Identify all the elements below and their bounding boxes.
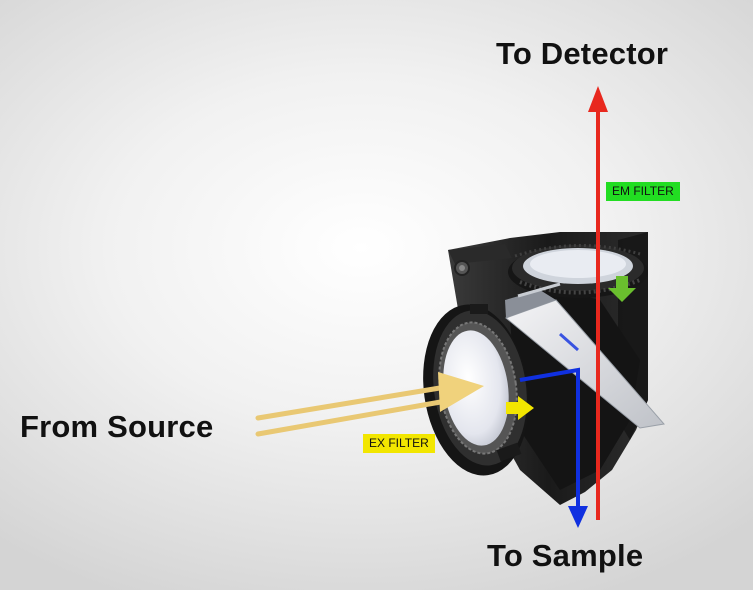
excitation-arrowhead (568, 506, 588, 528)
em-filter-tag: EM FILTER (606, 182, 680, 201)
arrow-right-icon (506, 396, 534, 420)
ex-filter-tag: EX FILTER (363, 434, 435, 453)
arrow-down-icon (608, 276, 636, 302)
to-sample-label: To Sample (487, 538, 644, 573)
excitation-beam (519, 332, 588, 528)
em-filter-ring (508, 244, 648, 298)
source-beam-arrowhead (438, 372, 484, 412)
dichroic-mirror (505, 282, 665, 429)
screw-head (459, 265, 465, 271)
from-source-label: From Source (20, 409, 214, 444)
source-beam (255, 372, 484, 437)
emission-arrowhead (588, 86, 608, 112)
to-detector-label: To Detector (496, 36, 669, 71)
emission-beam (588, 86, 608, 520)
